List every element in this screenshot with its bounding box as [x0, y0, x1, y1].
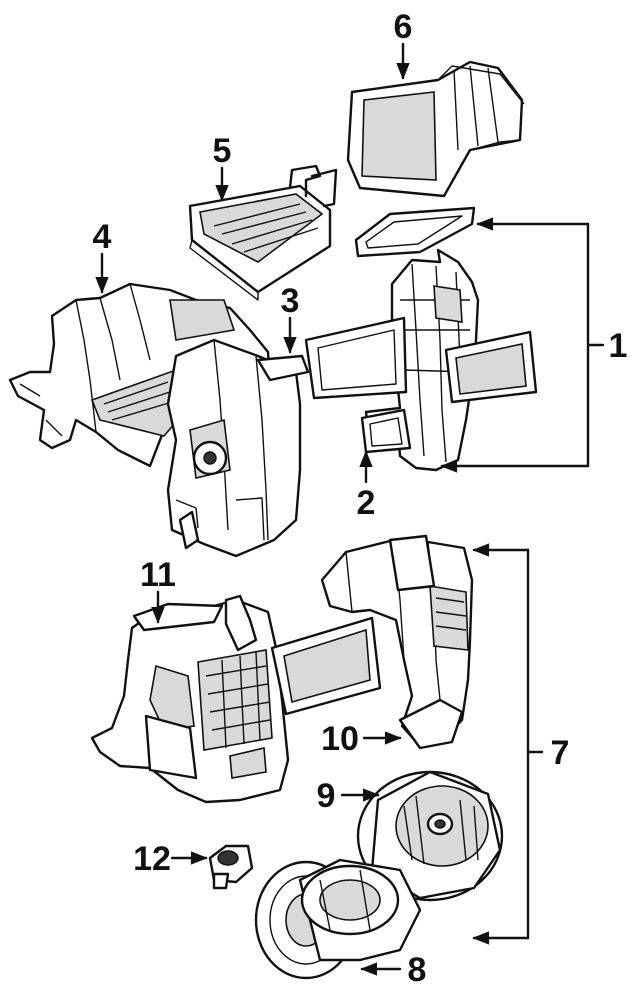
- part-5-heater-core: [188, 164, 338, 301]
- callout-labels: 6 5 4 3 2 1 11 10 7 9 12 8: [93, 8, 628, 989]
- part-1-evaporator-housing: [304, 206, 538, 472]
- callout-4: 4: [93, 218, 112, 256]
- part-9-blower-fan: [356, 770, 504, 902]
- callout-9: 9: [317, 777, 336, 815]
- callout-2: 2: [357, 484, 376, 522]
- callout-7: 7: [551, 734, 570, 772]
- leader-lines: [95, 42, 605, 976]
- callout-1: 1: [609, 327, 628, 365]
- callout-3: 3: [281, 282, 300, 320]
- callout-6: 6: [394, 8, 413, 46]
- callout-5: 5: [213, 132, 232, 170]
- part-8-blower-motor: [254, 858, 422, 980]
- part-6-air-inlet-duct: [346, 60, 525, 198]
- callout-10: 10: [321, 720, 359, 758]
- part-7-blower-case: [320, 534, 474, 750]
- callout-8: 8: [408, 951, 427, 989]
- part-4-heater-case: [8, 282, 272, 468]
- part-12-blower-resistor: [208, 844, 254, 890]
- callout-12: 12: [133, 840, 171, 878]
- callout-11: 11: [140, 556, 176, 594]
- part-10-duct-seal: [270, 616, 382, 716]
- part-3-lower-case: [166, 338, 310, 558]
- part-11-blower-housing-left: [90, 594, 290, 804]
